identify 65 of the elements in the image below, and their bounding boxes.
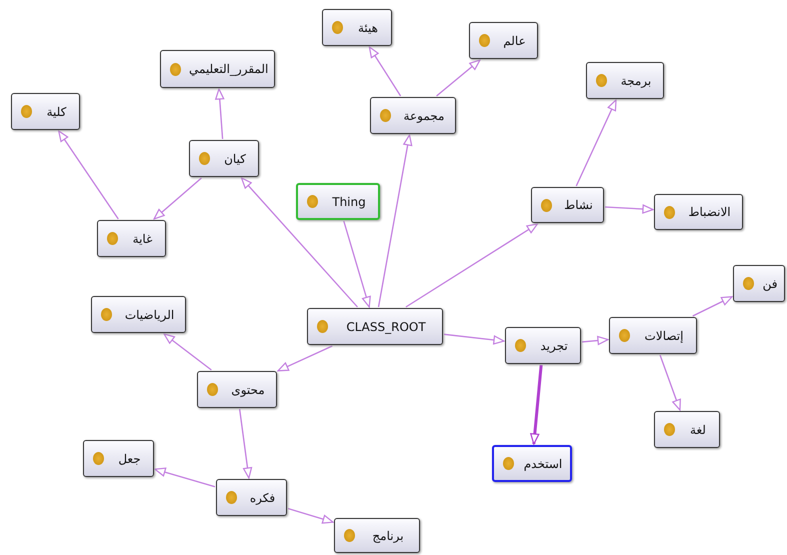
class-box	[83, 440, 154, 477]
class-label: نشاط	[563, 198, 594, 212]
subclass-arrow	[444, 334, 505, 345]
subclass-arrow	[277, 345, 333, 372]
class-label: الانضباط	[687, 205, 732, 219]
class-box	[733, 265, 785, 302]
class-box	[91, 296, 186, 333]
class-box	[654, 411, 720, 448]
subclass-arrow	[343, 220, 371, 308]
subclass-arrow	[582, 336, 609, 346]
class-box	[370, 97, 456, 134]
class-label: برمجة	[620, 74, 652, 88]
class-label: CLASS_ROOT	[345, 320, 427, 334]
subclass-arrow	[153, 178, 202, 220]
class-box	[654, 194, 743, 230]
class-label: المقرر_التعليمي	[189, 62, 268, 76]
subclass-arrow	[659, 354, 681, 411]
subclass-arrow	[368, 46, 402, 96]
class-box	[322, 9, 392, 46]
class-label: برنامج	[371, 528, 405, 542]
class-box	[160, 50, 275, 88]
class-label: استخدم	[522, 456, 564, 470]
class-label: فكره	[248, 490, 276, 504]
class-label: كلية	[46, 104, 68, 118]
class-box	[334, 518, 420, 553]
class-box	[492, 445, 572, 482]
subclass-arrow	[288, 508, 334, 524]
subclass-arrow	[692, 296, 733, 317]
subclass-arrow	[154, 468, 216, 488]
class-box	[216, 479, 287, 516]
class-label: تجريد	[539, 338, 569, 352]
class-label: Thing	[331, 194, 367, 208]
class-box	[11, 93, 80, 130]
subclass-arrow	[530, 364, 543, 445]
class-label: عالم	[502, 34, 527, 48]
class-label: لغة	[689, 422, 707, 436]
class-box	[97, 220, 166, 257]
class-label: الرياضيات	[124, 308, 176, 322]
subclass-arrow	[240, 177, 358, 308]
class-box	[296, 183, 380, 220]
class-box	[586, 62, 664, 99]
class-box	[531, 187, 604, 223]
subclass-arrow	[406, 223, 538, 308]
subclass-arrow	[604, 204, 654, 214]
class-label: إتصالات	[644, 328, 684, 342]
subclass-arrow	[576, 99, 617, 186]
class-label: غاية	[132, 232, 154, 246]
class-label: كيان	[223, 152, 247, 166]
subclass-arrow	[164, 333, 212, 371]
subclass-arrow	[436, 59, 481, 96]
class-label: فن	[762, 276, 778, 290]
subclass-arrow	[378, 134, 412, 308]
class-box	[609, 317, 697, 354]
class-label: هيئة	[356, 20, 379, 34]
class-box	[197, 371, 277, 408]
class-box	[307, 308, 443, 345]
class-label: محتوى	[230, 382, 266, 396]
class-box	[469, 22, 538, 59]
subclass-arrow	[58, 130, 119, 220]
class-box	[189, 140, 259, 177]
subclass-arrow	[215, 88, 224, 140]
subclass-arrow	[238, 408, 252, 479]
class-label: مجموعة	[402, 108, 446, 122]
class-label: جعل	[117, 452, 142, 466]
class-box	[505, 327, 581, 364]
